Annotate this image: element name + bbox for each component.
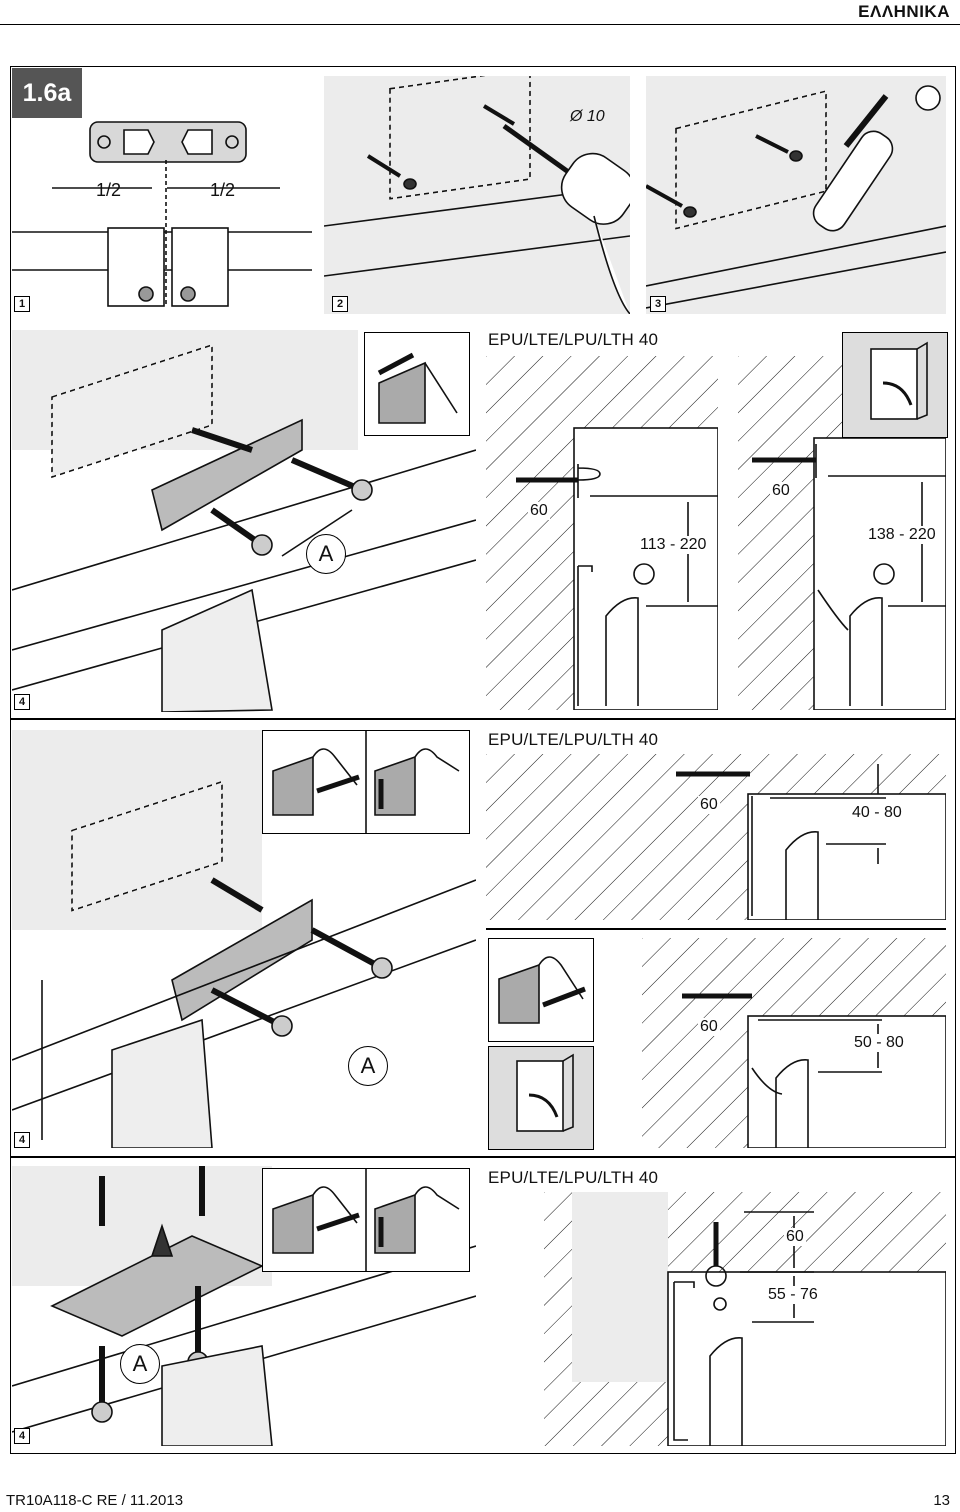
row2-anchor-icon — [488, 938, 594, 1042]
step-number-4a: 4 — [14, 694, 30, 710]
row2-top-depth: 60 — [698, 796, 720, 814]
step-number-4b: 4 — [14, 1132, 30, 1148]
step4b-anchor-icons — [262, 730, 470, 834]
language-label: ΕΛΛΗΝΙΚΑ — [858, 2, 950, 21]
callout-a-2: A — [348, 1046, 388, 1086]
row1-door-icon — [842, 332, 948, 438]
step-number-3: 3 — [650, 296, 666, 312]
row3-range: 55 - 76 — [766, 1286, 820, 1304]
row2-top-range: 40 - 80 — [850, 804, 904, 822]
page-number: 13 — [933, 1492, 950, 1509]
row2-bottom-range: 50 - 80 — [852, 1034, 906, 1052]
callout-a-1: A — [306, 534, 346, 574]
model-heading-c: EPU/LTE/LPU/LTH 40 — [488, 1168, 659, 1187]
row3-depth: 60 — [784, 1228, 806, 1246]
row1-right-range: 138 - 220 — [866, 526, 938, 544]
callout-a-3: A — [120, 1344, 160, 1384]
step4a-anchor-icon — [364, 332, 470, 436]
row1-left-section — [486, 356, 718, 710]
row-divider-2 — [10, 1156, 956, 1158]
model-heading-b: EPU/LTE/LPU/LTH 40 — [488, 730, 659, 749]
row1-left-range: 113 - 220 — [638, 536, 709, 554]
row3-section — [544, 1192, 946, 1446]
row1-right-depth: 60 — [770, 482, 792, 500]
model-heading-a: EPU/LTE/LPU/LTH 40 — [488, 330, 659, 349]
half-left-label: 1/2 — [96, 180, 122, 200]
section-badge: 1.6a — [12, 68, 82, 118]
row-divider-1 — [10, 718, 956, 720]
row2-door-icon — [488, 1046, 594, 1150]
row2-top-section — [486, 754, 946, 920]
step-number-2: 2 — [332, 296, 348, 312]
step1-panel — [12, 120, 312, 314]
row2-bottom-depth: 60 — [698, 1018, 720, 1036]
row2-bottom-section — [642, 938, 946, 1148]
document-reference: TR10A118-C RE / 11.2013 — [6, 1492, 184, 1509]
row1-left-depth: 60 — [528, 502, 550, 520]
instruction-frame — [10, 66, 956, 1454]
half-right-label: 1/2 — [210, 180, 236, 200]
step4c-anchor-icons — [262, 1168, 470, 1272]
row-divider-inner — [486, 928, 946, 930]
drill-diameter-label: Ø 10 — [570, 108, 605, 125]
step4c-assembly-panel — [12, 1166, 476, 1446]
step-number-1: 1 — [14, 296, 30, 312]
step2-panel — [324, 76, 630, 314]
header-rule — [0, 24, 960, 25]
step3-panel — [646, 76, 946, 314]
step-number-4c: 4 — [14, 1428, 30, 1444]
